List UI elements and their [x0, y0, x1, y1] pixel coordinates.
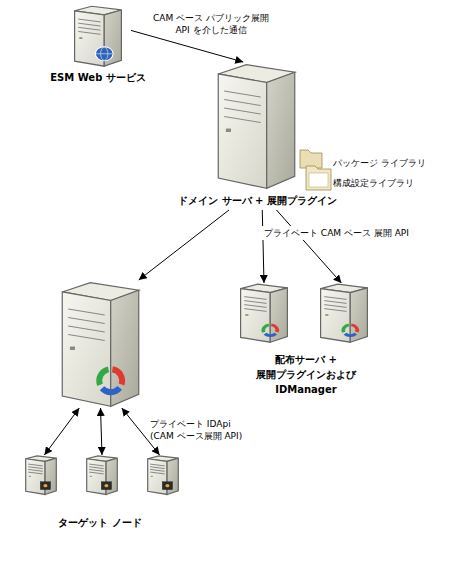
- server-node: [24, 455, 58, 495]
- server-node: [238, 283, 290, 343]
- connector-arrow: [277, 210, 342, 283]
- server-icon: [24, 455, 58, 495]
- server-icon: [238, 283, 290, 343]
- annotation-text: 配布サーバ + 展開プラグインおよび IDManager: [225, 352, 387, 397]
- server-node: ドメイン サーバ + 展開プラグイン: [210, 62, 305, 210]
- server-icon: [58, 280, 143, 408]
- folder-icon: [300, 150, 331, 190]
- server-node: [146, 455, 180, 495]
- annotation-text: パッケージ ライブラリ: [333, 157, 443, 169]
- node-label: ドメイン サーバ + 展開プラグイン: [178, 194, 337, 207]
- server-icon: [318, 283, 370, 343]
- connector-arrow: [131, 30, 243, 62]
- server-node: [318, 283, 370, 343]
- connector-arrow: [44, 408, 79, 455]
- server-icon: [214, 62, 299, 190]
- annotation-text: 構成設定ライブラリ: [333, 177, 443, 189]
- server-node: [85, 455, 119, 495]
- annotation-text: プライベート IDApi (CAM ベース展開 API): [150, 418, 250, 442]
- server-node: [58, 280, 143, 408]
- connector-arrow: [262, 210, 264, 283]
- edge-label: CAM ベース パブリック展開 API を介した通信: [150, 12, 272, 36]
- server-icon: [85, 455, 119, 495]
- server-icon: [146, 455, 180, 495]
- annotation-text: ターゲット ノード: [45, 515, 155, 530]
- annotation-text: プライベート CAM ベース 展開 API: [262, 226, 411, 240]
- connector-arrow: [139, 210, 229, 280]
- server-node: ESM Web サービス: [65, 5, 131, 87]
- node-label: ESM Web サービス: [50, 71, 146, 84]
- server-icon: [72, 5, 124, 67]
- connector-arrow: [101, 408, 103, 455]
